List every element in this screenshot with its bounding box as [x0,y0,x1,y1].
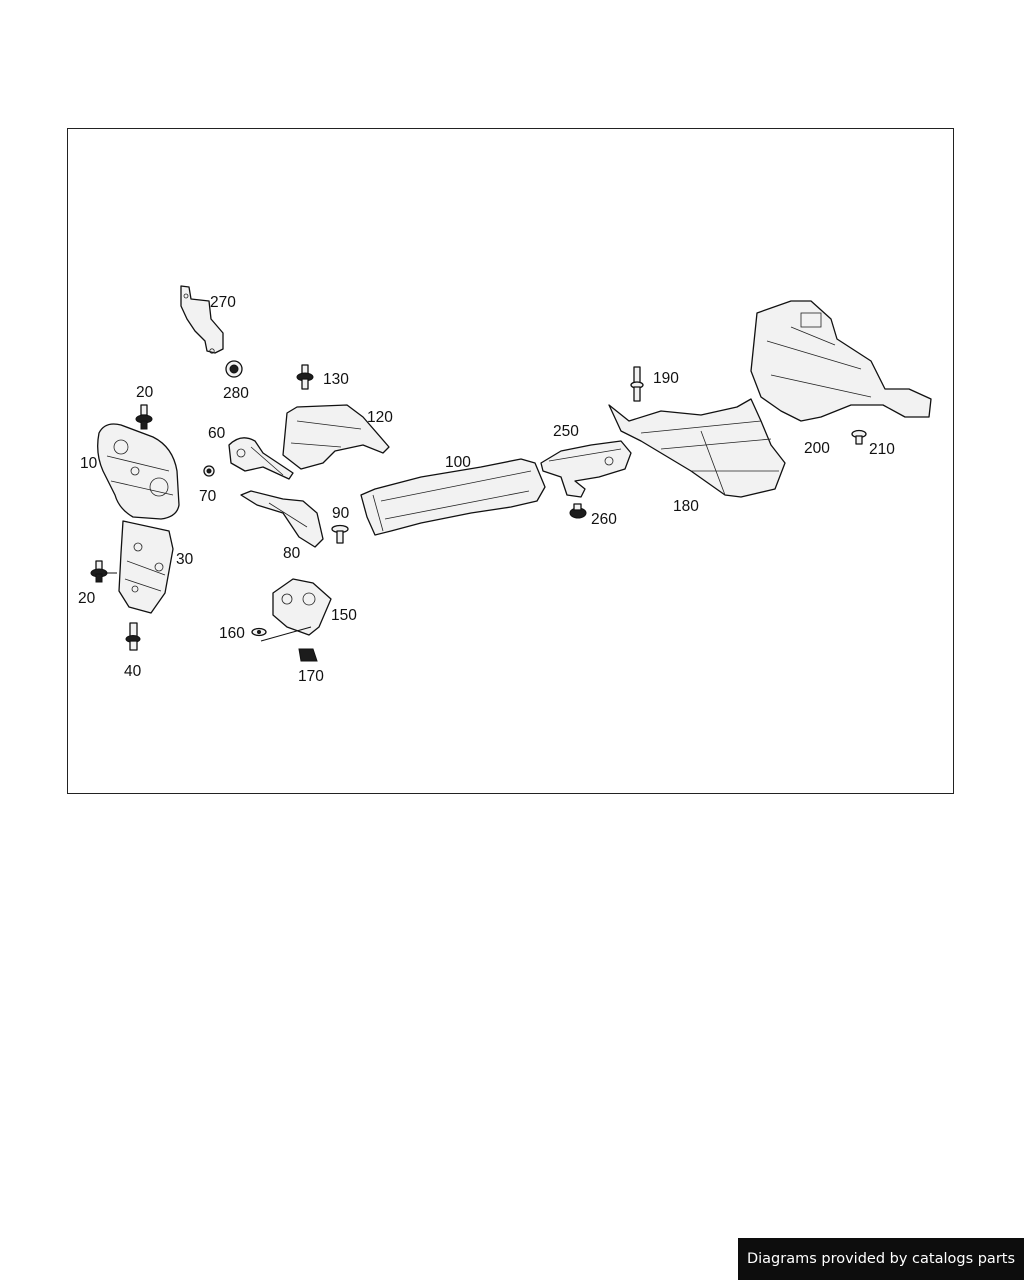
part-60-bracket [228,437,294,480]
parts-diagram-frame: 270 280 130 190 20 120 250 60 200 210 10… [67,128,954,794]
part-100-tunnel-shield [360,458,546,536]
part-150-bracket [260,578,332,642]
part-label-200: 200 [804,440,830,457]
part-260-nut [569,503,587,519]
part-label-10: 10 [80,455,98,472]
part-label-250: 250 [553,423,579,440]
part-label-170: 170 [298,668,324,685]
part-label-60: 60 [208,425,226,442]
part-label-130: 130 [323,371,349,388]
part-label-260: 260 [591,511,617,528]
part-label-20-lower: 20 [78,590,96,607]
part-label-180: 180 [673,498,699,515]
attribution-banner: Diagrams provided by catalogs parts [738,1238,1024,1280]
part-label-210: 210 [869,441,895,458]
part-190-pin [630,366,644,402]
part-label-120: 120 [367,409,393,426]
part-270-bracket [180,285,224,354]
part-250-shield [540,440,632,498]
part-label-30: 30 [176,551,194,568]
part-label-20-upper: 20 [136,384,154,401]
part-120-shield [282,404,390,470]
part-label-280: 280 [223,385,249,402]
part-180-rear-shield [608,398,786,498]
part-30-lower-shield [118,520,174,614]
part-20-bolt-upper [135,404,153,430]
part-label-40: 40 [124,663,142,680]
part-label-190: 190 [653,370,679,387]
part-170-clip [298,648,318,662]
part-label-100: 100 [445,454,471,471]
part-10-heat-shield [97,423,180,520]
part-160-washer [251,627,267,637]
part-label-70: 70 [199,488,217,505]
part-20-bolt-lower [90,560,117,583]
exploded-parts-diagram: 270 280 130 190 20 120 250 60 200 210 10… [78,285,932,685]
part-70-washer [203,465,215,477]
part-label-90: 90 [332,505,350,522]
part-label-150: 150 [331,607,357,624]
part-130-bolt [296,364,314,390]
part-80-shield-plate [240,490,324,548]
part-90-screw [331,524,349,544]
part-210-washer [851,429,867,445]
part-200-rear-muffler-shield [750,300,932,422]
part-280-nut [225,360,243,378]
part-40-stud [125,622,141,651]
part-label-80: 80 [283,545,301,562]
part-label-160: 160 [219,625,245,642]
part-label-270: 270 [210,294,236,311]
